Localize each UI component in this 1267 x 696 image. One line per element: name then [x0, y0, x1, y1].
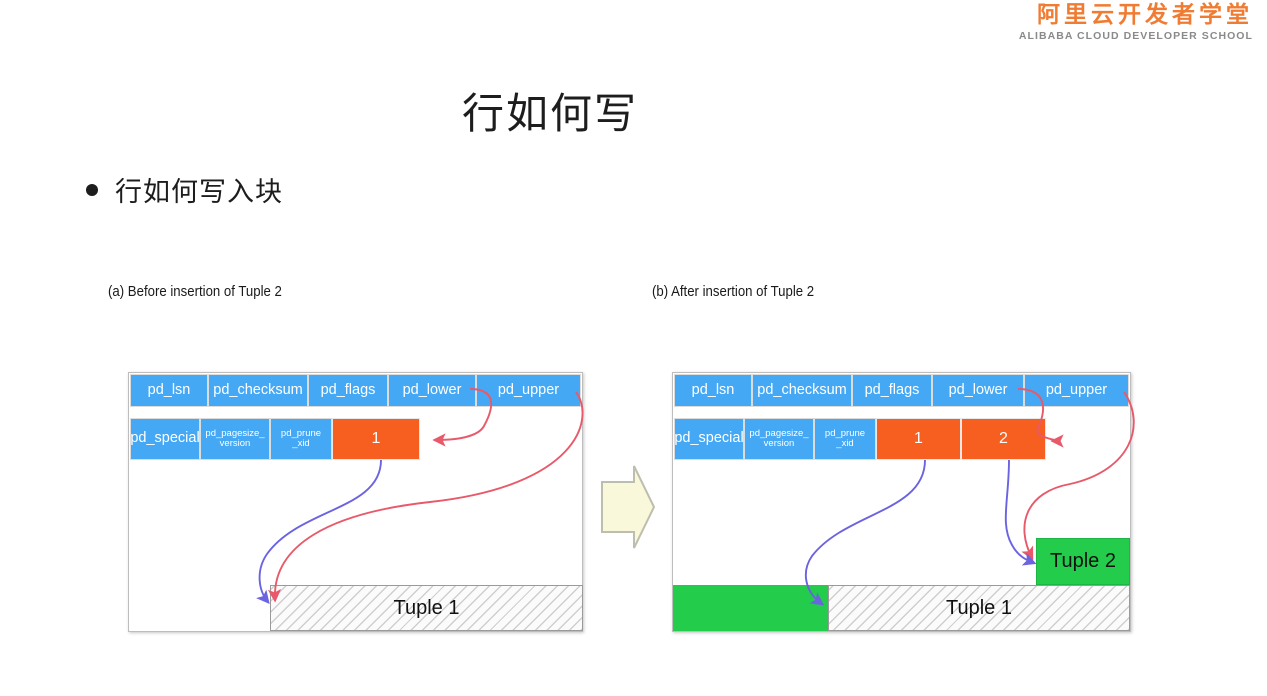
header-cell-pd-flags-after: pd_flags [852, 374, 932, 407]
header-cell-pd-lower-before: pd_lower [388, 374, 476, 407]
header-cell-pd-prune-xid-before: pd_prune _xid [270, 418, 332, 460]
header-cell-pd-lower-after: pd_lower [932, 374, 1024, 407]
header-cell-pd-special-before: pd_special [130, 418, 200, 460]
header-cell-pd-flags-before: pd_flags [308, 374, 388, 407]
header-cell-pd-upper-before: pd_upper [476, 374, 581, 407]
line-pointer-1-before: 1 [332, 418, 420, 460]
tuple-box-2-after: Tuple 2 [1036, 538, 1130, 585]
brand-name-english: ALIBABA CLOUD DEVELOPER SCHOOL [1018, 30, 1253, 42]
header-cell-pd-lsn-before: pd_lsn [130, 374, 208, 407]
transition-arrow-icon [601, 465, 656, 549]
header-cell-pd-checksum-before: pd_checksum [208, 374, 308, 407]
page-title: 行如何写 [461, 89, 638, 138]
bullet-dot-icon [86, 183, 98, 196]
header-cell-pd-special-after: pd_special [674, 418, 744, 460]
bullet-label: 行如何写入块 [115, 177, 283, 208]
figure-caption-a: (a) Before insertion of Tuple 2 [108, 283, 282, 300]
header-cell-pd-checksum-after: pd_checksum [752, 374, 852, 407]
line-pointer-1-after: 1 [876, 418, 961, 460]
header-cell-pd-lsn-after: pd_lsn [674, 374, 752, 407]
free-space-block-after [673, 585, 828, 631]
header-cell-pd-pagesize-version-before: pd_pagesize_ version [200, 418, 270, 460]
line-pointer-2-after: 2 [961, 418, 1046, 460]
figure-caption-b: (b) After insertion of Tuple 2 [652, 283, 815, 300]
bullet-item: 行如何写入块 [86, 170, 283, 209]
brand-name-chinese: 阿里云开发者学堂 [1037, 2, 1253, 28]
header-cell-pd-prune-xid-after: pd_prune _xid [814, 418, 876, 460]
header-cell-pd-pagesize-version-after: pd_pagesize_ version [744, 418, 814, 460]
header-cell-pd-upper-after: pd_upper [1024, 374, 1129, 407]
tuple-box-1-before: Tuple 1 [270, 585, 583, 631]
tuple-box-1-after: Tuple 1 [828, 585, 1130, 631]
brand-logo: 阿里云开发者学堂 ALIBABA CLOUD DEVELOPER SCHOOL [1019, 4, 1253, 42]
